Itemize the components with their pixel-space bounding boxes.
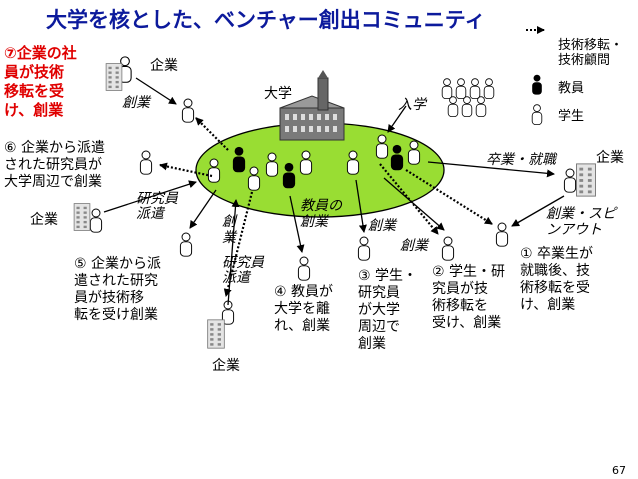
tech-transfer-arrow-case5 (223, 191, 254, 297)
company-building-icon (73, 203, 91, 231)
startup-arrow-case4 (289, 195, 305, 253)
tech-transfer-arrow-case7 (195, 117, 229, 151)
startup-founder-icon (179, 232, 193, 257)
startup-founder-icon (181, 98, 195, 123)
legend-faculty-icon (532, 74, 542, 95)
startup-label-case2: 創業 (400, 238, 428, 254)
employment-arrow (427, 161, 555, 178)
case5-text: ⑤ 企業から派 遣された研究 員が技術移 転を受け創業 (74, 256, 162, 323)
researcher-dispatch-label-bottom: 研究員 派遣 (222, 255, 264, 286)
company-label: 企業 (150, 58, 178, 74)
faculty-icon (232, 146, 246, 173)
faculty-startup-label: 教員の 創業 (300, 198, 342, 230)
legend-faculty-label: 教員 (558, 81, 585, 96)
researcher-dispatch-label-left: 研究員 派遣 (136, 191, 178, 222)
startup-label-case3: 創業 (368, 218, 396, 234)
company-building-icon (105, 63, 123, 91)
page-number: 67 (612, 464, 626, 477)
startup-founder-icon (357, 236, 371, 261)
company-label: 企業 (30, 212, 58, 228)
spinout-arrow (511, 195, 565, 227)
legend-student-icon (531, 104, 543, 126)
student-icon (207, 158, 221, 183)
case6-text: ⑥ 企業から派遣 された研究員が 大学周辺で創業 (4, 140, 106, 190)
tech-transfer-arrow-case1 (405, 169, 493, 225)
enrollment-arrow (387, 105, 407, 133)
startup-founder-icon (495, 222, 509, 247)
graduation-employment-label: 卒業・就職 (486, 152, 556, 168)
student-icon (407, 140, 421, 165)
tech-transfer-arrow-case2 (379, 163, 439, 235)
university-building-icon (279, 70, 345, 141)
case1-text: ① 卒業生が 就職後、技 術移転を受 け、創業 (520, 246, 594, 313)
student-icon (299, 150, 313, 175)
company-label: 企業 (212, 358, 240, 374)
tech-transfer-arrow-case6 (159, 162, 213, 178)
dispatch-arrow-left (103, 180, 197, 213)
legend-tech-transfer-label: 技術移転・ 技術顧問 (558, 38, 624, 68)
incoming-students-group (441, 78, 495, 118)
company-label: 企業 (596, 150, 624, 166)
startup-vertical-label: 創 業 (222, 214, 236, 246)
case3-text: ③ 学生・ 研究員 が大学 周辺で 創業 (358, 268, 418, 352)
faculty-icon (390, 144, 404, 171)
startup-arrow-case7 (135, 77, 177, 105)
startup-spinout-label: 創業・スピ ンアウト (546, 206, 616, 238)
faculty-icon (282, 162, 296, 189)
startup-label-top-left: 創業 (122, 95, 150, 111)
case4-text: ④ 教員が 大学を離 れ、創業 (274, 284, 334, 334)
university-label: 大学 (264, 86, 292, 102)
startup-founder-icon (139, 150, 153, 175)
page-title: 大学を核とした、ベンチャー創出コミュニティ (46, 8, 486, 32)
startup-founder-icon (297, 256, 311, 281)
student-icon (346, 150, 360, 175)
startup-arrow-case3 (355, 179, 367, 233)
case2-text: ② 学生・研 究員が技 術移転を 受け、創業 (432, 264, 506, 331)
student-icon (265, 152, 279, 177)
startup-arrow-case5 (189, 189, 217, 229)
legend-student-label: 学生 (558, 109, 585, 124)
student-icon (247, 166, 261, 191)
graduate-employee-icon (563, 168, 577, 193)
startup-founder-icon (441, 236, 455, 261)
researcher-icon (89, 208, 103, 233)
case7-text: ⑦企業の社 員が技術 移転を受 け、創業 (4, 44, 77, 119)
dispatch-arrow-bottom (227, 199, 240, 306)
student-icon (375, 134, 389, 159)
enrollment-label: 入学 (398, 97, 426, 113)
company-building-icon (576, 163, 596, 197)
company-building-icon (207, 319, 225, 349)
